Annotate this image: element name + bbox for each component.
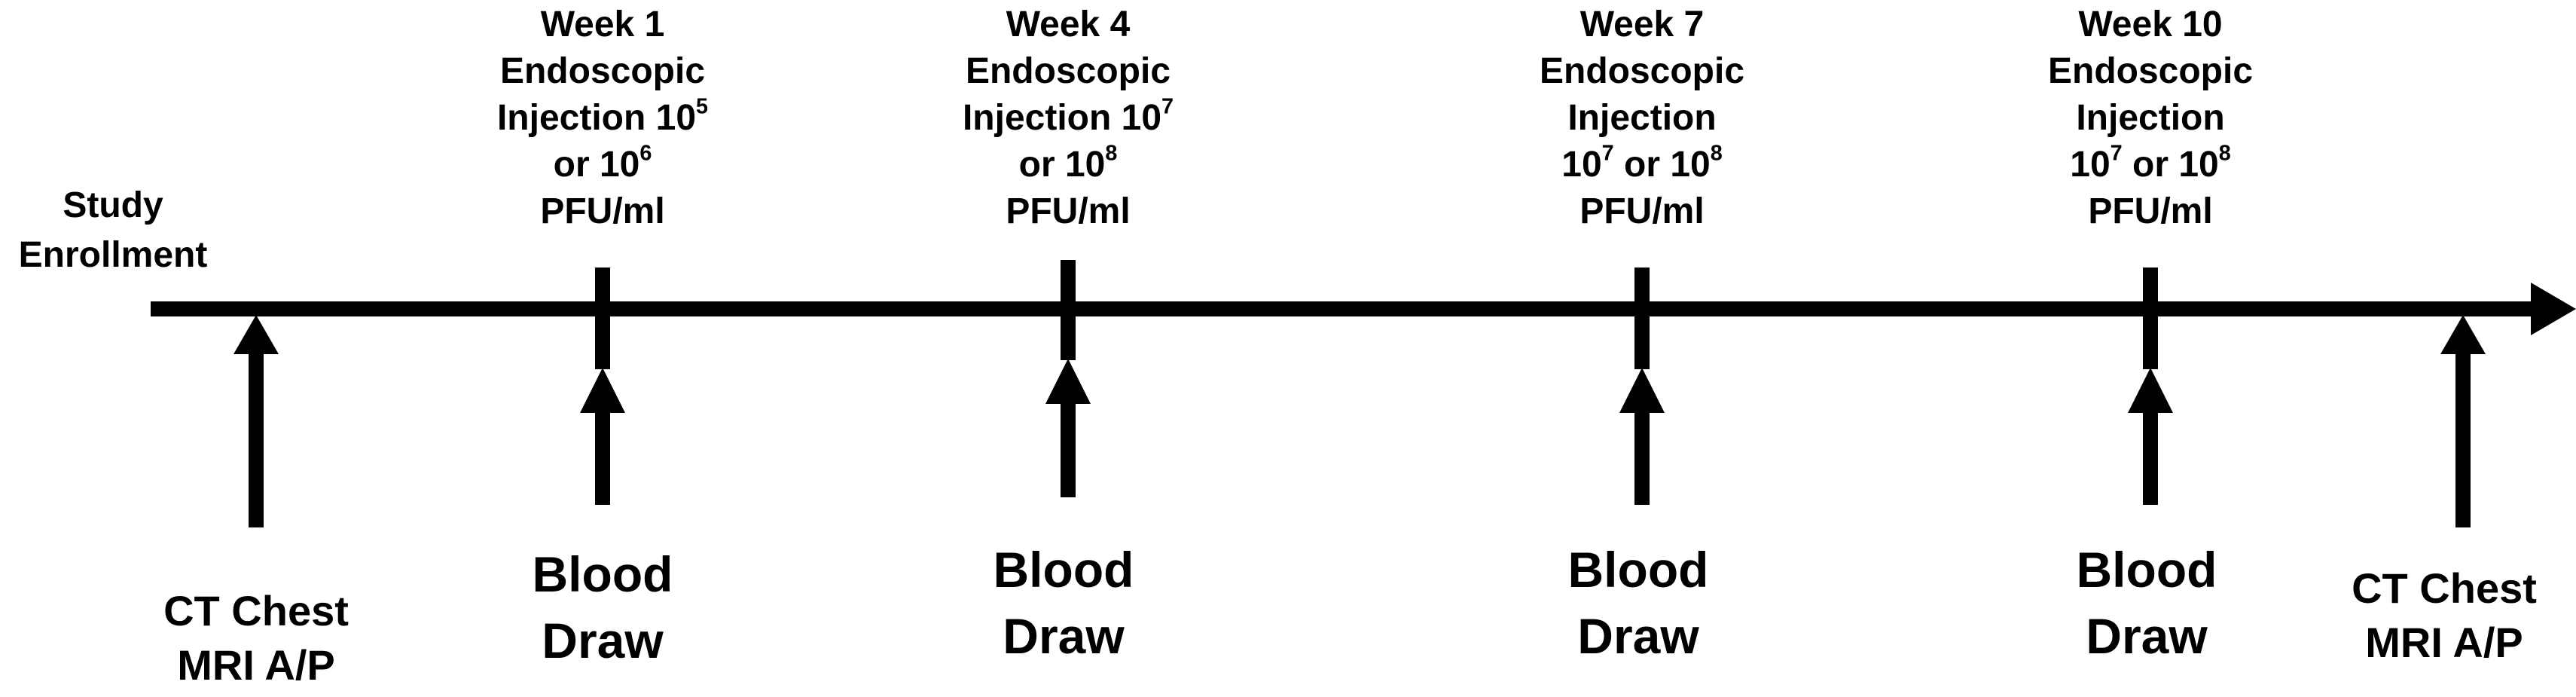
week1-blood-line1: Blood <box>532 546 673 602</box>
baseline-imaging-line1: CT Chest <box>163 587 349 634</box>
week1-unit: PFU/ml <box>540 191 665 231</box>
study-enrollment-label: Study Enrollment <box>19 181 208 280</box>
week4-dose-line2: or 108 <box>1018 141 1118 185</box>
week7-dose-line2: 107 or 108 <box>1561 141 1723 185</box>
baseline-imaging-line2: MRI A/P <box>177 641 335 689</box>
final-imaging-label: CT Chest MRI A/P <box>2352 561 2537 670</box>
week7-dose-line1: Injection <box>1567 98 1717 138</box>
week1-title: Week 1 <box>540 5 665 44</box>
week4-title: Week 4 <box>1006 5 1131 44</box>
week7-unit: PFU/ml <box>1579 191 1705 231</box>
week10-procedure: Endoscopic <box>2047 51 2254 91</box>
week7-arrow-head <box>1619 368 1665 413</box>
week10-blood-line2: Draw <box>2086 608 2208 664</box>
week7-procedure: Endoscopic <box>1539 51 1745 91</box>
week4-procedure: Endoscopic <box>965 51 1171 91</box>
enrollment-arrow-head <box>233 315 279 354</box>
week1-blood-line2: Draw <box>542 613 664 668</box>
enrollment-line2: Enrollment <box>18 235 208 275</box>
week4-arrow-head <box>1045 359 1091 404</box>
week7-blood-line2: Draw <box>1577 608 1699 664</box>
week10-dose-line1: Injection <box>2076 98 2225 138</box>
final-imaging-line1: CT Chest <box>2352 564 2537 612</box>
week4-blood-line1: Blood <box>993 542 1134 598</box>
week4-blood-draw-label: Blood Draw <box>993 537 1134 669</box>
end-arrow-head <box>2440 315 2486 354</box>
baseline-imaging-label: CT Chest MRI A/P <box>163 584 349 692</box>
week7-blood-line1: Blood <box>1567 542 1709 598</box>
week10-arrow-head <box>2128 368 2173 413</box>
week10-blood-line1: Blood <box>2076 542 2217 598</box>
week10-title: Week 10 <box>2078 5 2223 44</box>
week7-blood-draw-label: Blood Draw <box>1568 537 1709 669</box>
week4-dose-line1: Injection 107 <box>962 94 1174 138</box>
week10-injection-label: Week 10 Endoscopic Injection 107 or 108 … <box>2048 2 2253 235</box>
week4-unit: PFU/ml <box>1006 191 1131 231</box>
enrollment-line1: Study <box>63 185 163 225</box>
week1-procedure: Endoscopic <box>499 51 706 91</box>
week10-unit: PFU/ml <box>2088 191 2213 231</box>
week1-arrow-head <box>580 368 625 413</box>
final-imaging-line2: MRI A/P <box>2365 619 2523 666</box>
week7-title: Week 7 <box>1579 5 1705 44</box>
week1-dose-line1: Injection 105 <box>496 94 709 138</box>
week4-blood-line2: Draw <box>1003 608 1125 664</box>
week1-blood-draw-label: Blood Draw <box>533 541 673 674</box>
week10-blood-draw-label: Blood Draw <box>2077 537 2217 669</box>
week1-dose-line2: or 106 <box>553 141 652 185</box>
week4-injection-label: Week 4 Endoscopic Injection 107 or 108 P… <box>963 2 1174 235</box>
timeline-arrowhead <box>2531 283 2576 335</box>
week10-dose-line2: 107 or 108 <box>2070 141 2231 185</box>
week1-injection-label: Week 1 Endoscopic Injection 105 or 106 P… <box>497 2 708 235</box>
week7-injection-label: Week 7 Endoscopic Injection 107 or 108 P… <box>1540 2 1744 235</box>
